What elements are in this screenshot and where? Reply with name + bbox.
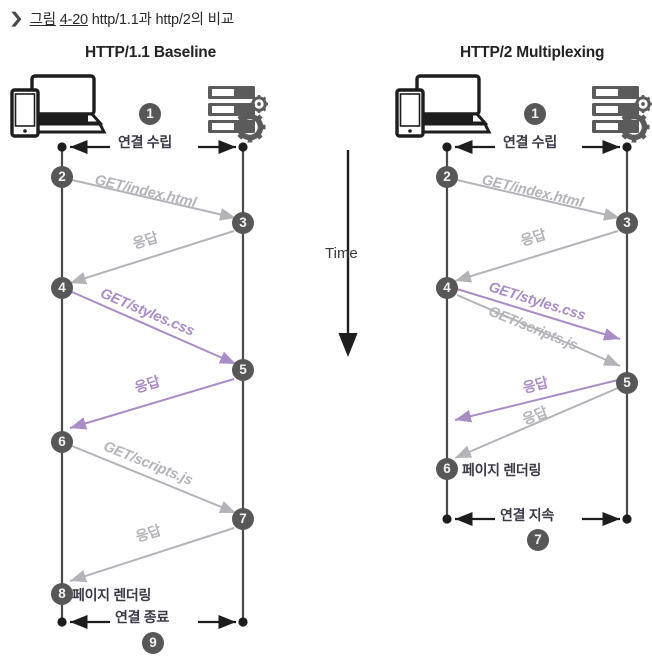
time-axis-label: Time xyxy=(325,245,358,262)
step-label-connect-left: 연결 수립 xyxy=(118,134,172,150)
step-badge-4-right: 4 xyxy=(436,277,458,299)
caption-text: 그림 4-20 http/1.1과 http/2의 비교 xyxy=(30,8,234,29)
server-rack-gear-icon xyxy=(208,86,268,143)
msg-arrow-get-styles-2 xyxy=(456,288,621,341)
figure-caption: ❯ 그림 4-20 http/1.1과 http/2의 비교 xyxy=(8,8,234,29)
msg-arrow-get-index xyxy=(71,179,237,221)
caption-prefix: 그림 xyxy=(29,12,56,28)
msg-arrow-response-2 xyxy=(69,378,235,430)
msg-arrow-get-scripts-2 xyxy=(456,294,621,367)
client-end-dot-2 xyxy=(442,514,452,524)
diagram-http2 xyxy=(395,74,652,527)
diagram-title-http2: HTTP/2 Multiplexing xyxy=(460,44,605,61)
server-end-dot-2 xyxy=(622,514,632,524)
caption-number: 4-20 xyxy=(59,12,88,28)
step-badge-3-left: 3 xyxy=(232,212,254,234)
step-badge-1-left: 1 xyxy=(139,103,161,125)
caption-title: http/1.1과 http/2의 비교 xyxy=(91,12,234,28)
msg-arrow-get-scripts xyxy=(71,445,237,514)
msg-arrow-response-3-2 xyxy=(454,387,619,459)
diagram-title-http11: HTTP/1.1 Baseline xyxy=(85,44,216,61)
client-start-dot-2 xyxy=(442,142,452,152)
msg-arrow-response-3 xyxy=(69,527,235,583)
step-label-close-left: 연결 종료 xyxy=(115,609,169,625)
server-start-dot-2 xyxy=(622,142,632,152)
step-badge-9-left: 9 xyxy=(142,632,164,654)
step-label-render-right: 페이지 렌더링 xyxy=(462,462,542,478)
step-badge-2-left: 2 xyxy=(51,166,73,188)
step-badge-6-left: 6 xyxy=(51,431,73,453)
msg-arrow-get-styles xyxy=(71,291,237,365)
server-start-dot xyxy=(238,142,248,152)
client-laptop-phone-icon-2 xyxy=(395,74,491,138)
step-badge-8-left: 8 xyxy=(51,583,73,605)
step-badge-7-left: 7 xyxy=(232,508,254,530)
step-badge-2-right: 2 xyxy=(436,166,458,188)
client-end-dot xyxy=(57,617,67,627)
caption-marker-icon: ❯ xyxy=(8,10,25,27)
client-laptop-phone-icon xyxy=(10,74,106,138)
server-end-dot xyxy=(238,617,248,627)
msg-arrow-response-1-2 xyxy=(454,230,619,283)
step-badge-1-right: 1 xyxy=(524,103,546,125)
step-badge-5-right: 5 xyxy=(616,372,638,394)
server-rack-gear-icon-2 xyxy=(592,86,652,143)
step-badge-4-left: 4 xyxy=(51,277,73,299)
msg-arrow-get-index-2 xyxy=(456,179,621,221)
msg-arrow-response-2-2 xyxy=(454,379,619,423)
step-badge-7-right: 7 xyxy=(527,529,549,551)
step-badge-5-left: 5 xyxy=(232,359,254,381)
step-badge-6-right: 6 xyxy=(436,458,458,480)
step-label-render-left: 페이지 렌더링 xyxy=(72,587,152,603)
client-start-dot xyxy=(57,142,67,152)
msg-arrow-response-1 xyxy=(69,230,235,285)
step-badge-3-right: 3 xyxy=(616,212,638,234)
step-label-persist-right: 연결 지속 xyxy=(500,507,554,523)
step-label-connect-right: 연결 수립 xyxy=(503,134,557,150)
